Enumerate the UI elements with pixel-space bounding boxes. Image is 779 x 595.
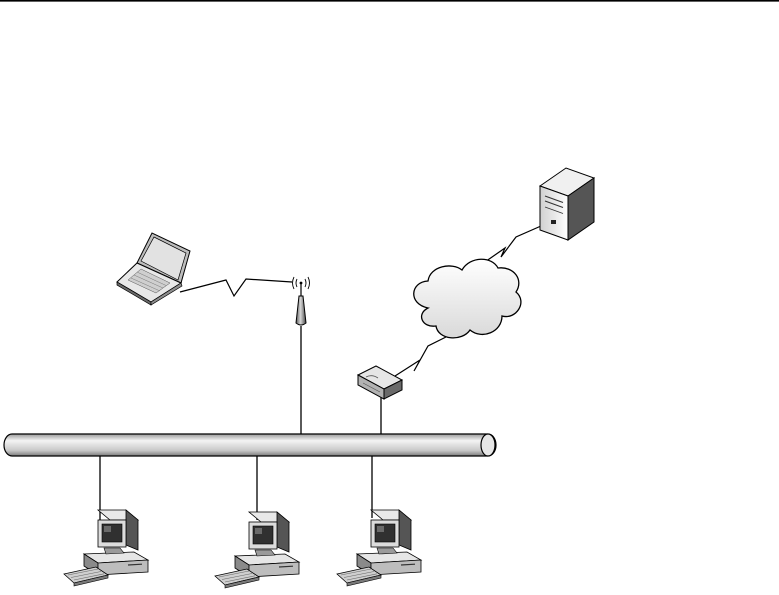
desktop-computer-icon[interactable] [64, 510, 148, 586]
desktop-computer-icon[interactable] [215, 512, 299, 588]
cloud-icon[interactable] [414, 259, 521, 338]
laptop-icon[interactable] [117, 233, 190, 305]
access-point-icon[interactable] [293, 277, 310, 325]
desktop-computer-icon[interactable] [337, 510, 421, 586]
link-router-cloud [395, 334, 452, 376]
wired-links [100, 326, 381, 520]
server-icon[interactable] [540, 168, 594, 240]
router-icon[interactable] [358, 366, 402, 399]
lan-bus [4, 434, 496, 456]
link-cloud-server [482, 226, 541, 264]
link-laptop-access-point [180, 279, 292, 296]
